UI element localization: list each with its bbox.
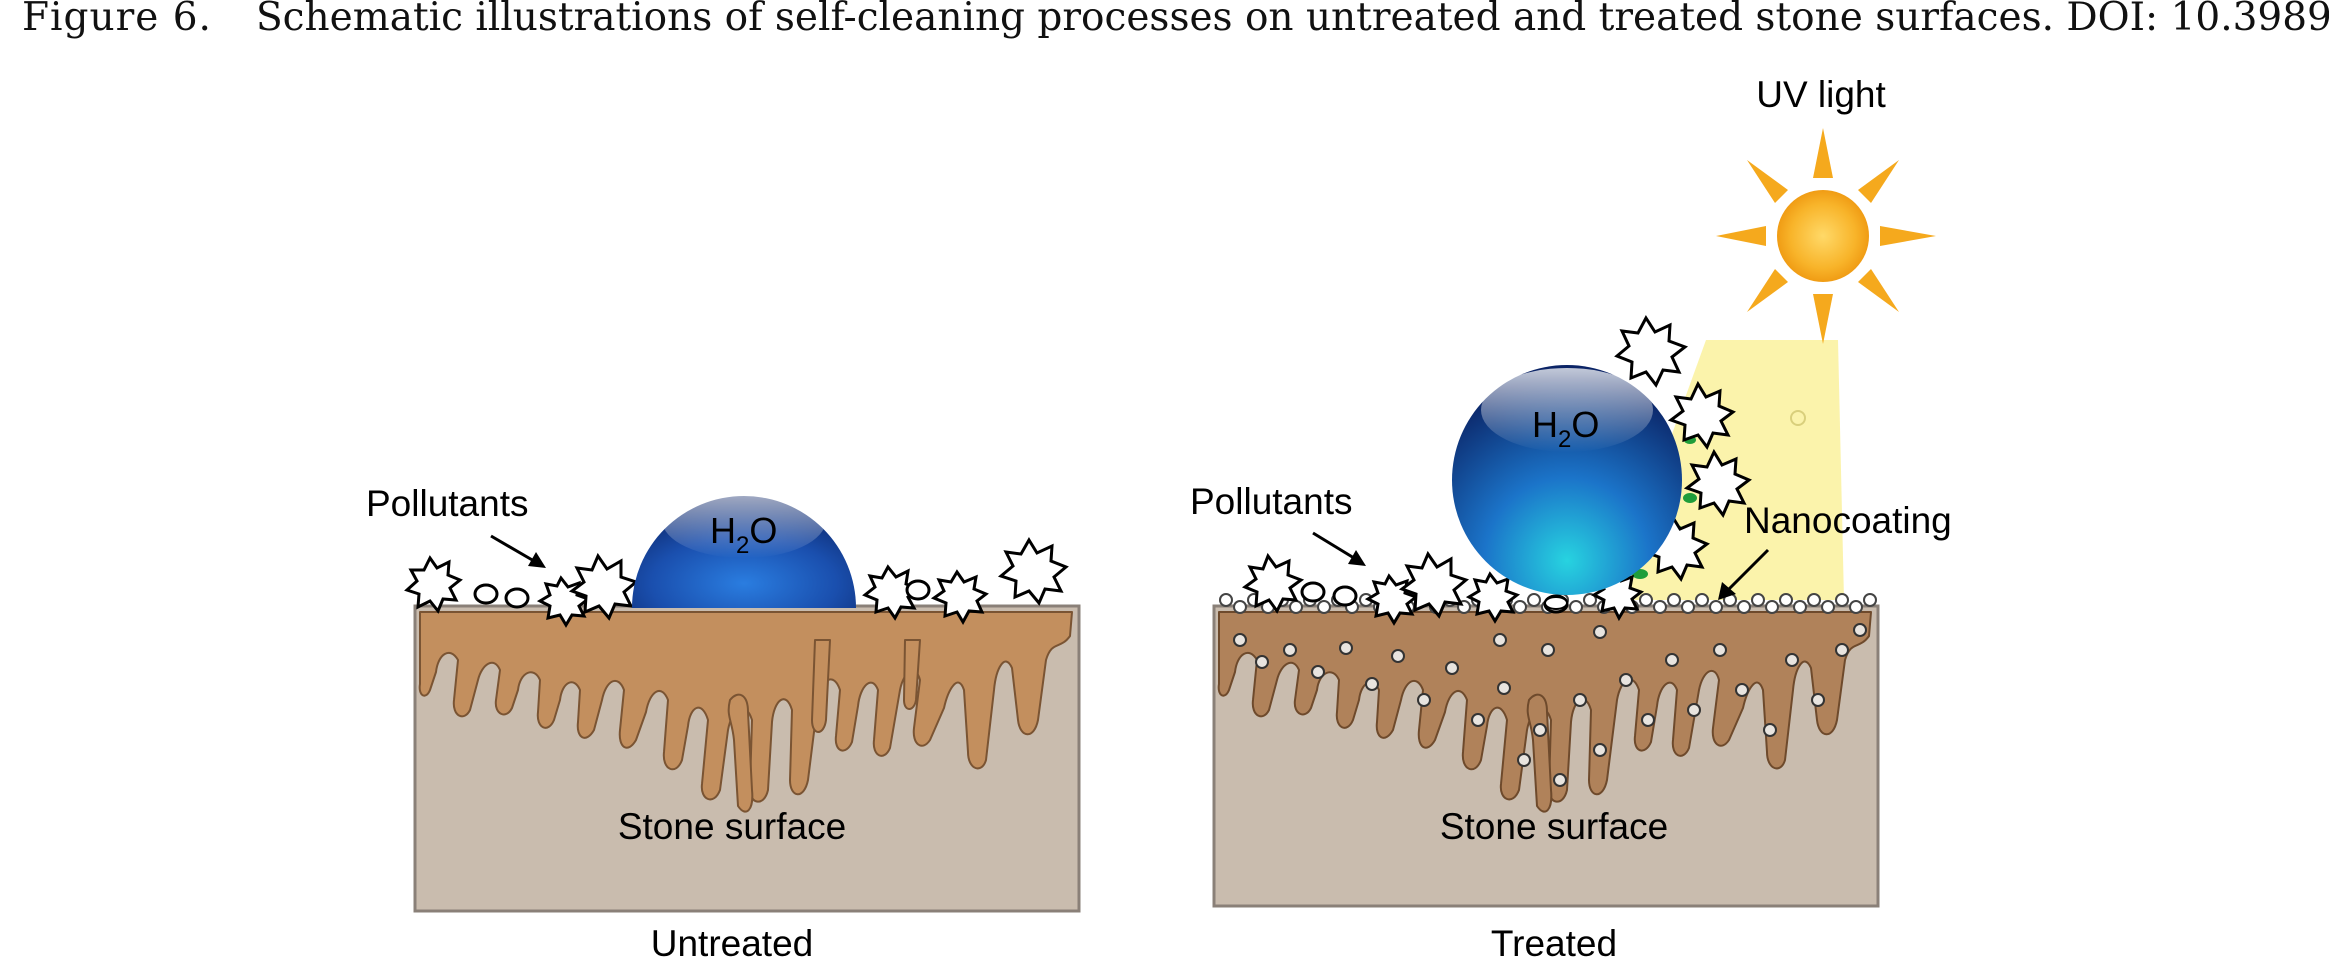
sun-icon	[1716, 128, 1936, 344]
nanocoating-label: Nanocoating	[1744, 500, 1952, 541]
h2o-label-treated: H2O	[1532, 404, 1599, 453]
pollutants-treated	[1241, 315, 1752, 626]
figure-caption: Figure 6. Schematic illustrations of sel…	[22, 0, 2329, 40]
uv-light-label: UV light	[1756, 74, 1886, 115]
pollutants-label-untreated: Pollutants	[366, 483, 529, 524]
panel-label-treated: Treated	[1491, 923, 1617, 964]
panel-treated: UV light	[1190, 74, 1952, 964]
panel-untreated: H2O Pollutants Stone surface Untreated	[366, 482, 1081, 964]
pollutant-particle-icon	[905, 579, 931, 601]
pollutant-particle-icon	[404, 555, 463, 614]
h2o-label-untreated: H2O	[710, 510, 777, 559]
stone-pores-treated	[1217, 611, 1872, 813]
pollutant-particle-icon	[1614, 315, 1689, 388]
pointer-arrow-icon	[1718, 548, 1770, 600]
pollutant-particle-icon	[473, 583, 499, 605]
pointer-arrow-icon	[1312, 531, 1366, 566]
pollutant-particle-icon	[568, 552, 640, 621]
panel-label-untreated: Untreated	[651, 923, 814, 964]
nanocoating-in-pores	[1233, 623, 1867, 787]
stone-surface-label-untreated: Stone surface	[618, 806, 846, 847]
stone-surface-label-treated: Stone surface	[1440, 806, 1668, 847]
pollutant-particle-icon	[1241, 552, 1305, 614]
water-droplet-treated: H2O	[1452, 365, 1682, 610]
pollutants-label-treated: Pollutants	[1190, 481, 1353, 522]
pointer-arrow-icon	[490, 534, 546, 568]
pollutant-particle-icon	[930, 569, 989, 626]
stone-pores-untreated	[418, 611, 1073, 813]
pollutant-particle-icon	[1465, 571, 1521, 624]
pollutant-particle-icon	[997, 537, 1069, 606]
water-droplet-untreated: H2O	[632, 482, 856, 608]
pollutant-particle-icon	[504, 587, 530, 609]
pollutant-particle-icon	[1300, 581, 1326, 603]
pollutant-particle-icon	[1667, 380, 1736, 450]
pollutants-untreated	[404, 537, 1069, 628]
pollutant-particle-icon	[1683, 448, 1752, 518]
caption-text: Schematic illustrations of self-cleaning…	[256, 0, 2329, 40]
pollutant-particle-icon	[1332, 585, 1358, 607]
pollutant-particle-icon	[1398, 550, 1470, 619]
pollutant-particle-icon	[862, 564, 921, 621]
caption-label: Figure 6.	[22, 0, 212, 40]
